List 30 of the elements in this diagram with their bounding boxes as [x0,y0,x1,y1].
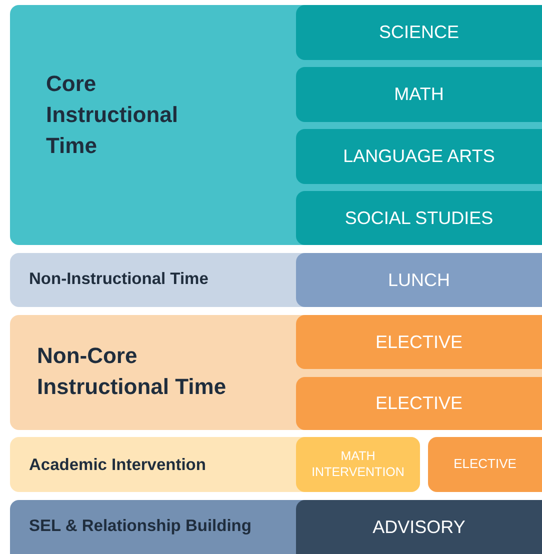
schedule-block [296,129,542,184]
category-heading: Non-Instructional Time [29,269,210,290]
schedule-block [296,315,542,369]
block-label: ELECTIVE [375,392,463,415]
block-label: ADVISORY [372,516,466,538]
block-label: LANGUAGE ARTS [343,145,495,168]
category-heading: Academic Intervention [29,455,207,476]
schedule-block [296,191,542,245]
category-band [10,253,542,307]
category-heading: Non-Core Instructional Time [37,342,228,401]
block-label: ELECTIVE [375,330,463,354]
category-band [10,5,542,245]
block-label: SCIENCE [378,21,459,44]
schedule-block [296,5,542,60]
category-band [10,437,420,492]
block-label: SOCIAL STUDIES [344,206,494,230]
schedule-block [296,377,542,430]
schedule-block [296,67,542,122]
schedule-block [428,437,542,492]
block-label: MATH INTERVENTION [310,448,406,480]
category-band [10,315,542,430]
block-label: ELECTIVE [454,456,516,473]
schedule-block [296,500,542,554]
block-label: MATH [394,83,444,106]
block-label: LUNCH [388,268,450,292]
schedule-block [296,437,420,492]
category-band [10,500,542,554]
category-heading: Core Instructional Time [46,70,180,160]
schedule-block [296,253,542,307]
category-heading: SEL & Relationship Building [29,516,252,537]
